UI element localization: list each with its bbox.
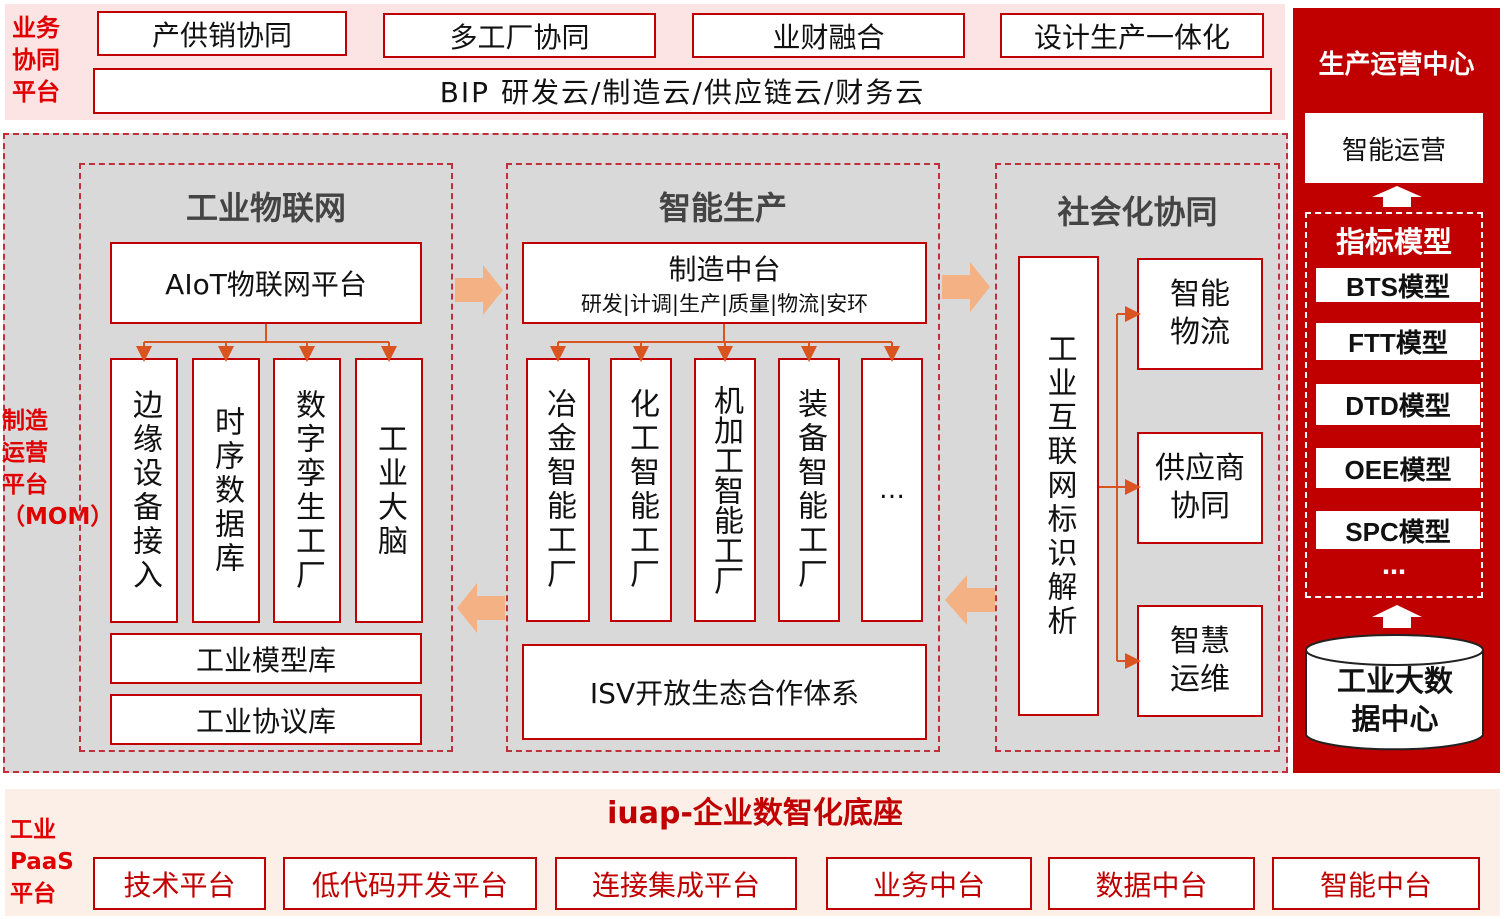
- manufacturing-platform: 制造中台 研发|计调|生产|质量|物流|安环: [522, 242, 927, 324]
- social-title: 社会化协同: [1057, 193, 1218, 231]
- up-arrow-icon: [1372, 186, 1422, 207]
- models-more: …: [1382, 552, 1406, 580]
- paas-box-2: 低代码开发平台: [283, 857, 537, 910]
- arrow-left-2: [945, 575, 995, 625]
- up-arrow-icon: [1372, 605, 1422, 628]
- iot-item-2: 时序数据库: [192, 358, 260, 623]
- factory-3: 机加工智能工厂: [694, 358, 756, 622]
- business-collab-label: 业务协同平台: [12, 14, 60, 106]
- paas-label: 工业PaaS平台: [10, 817, 74, 907]
- ops-center-title: 生产运营中心: [1318, 50, 1475, 80]
- aiot-platform: AIoT物联网平台: [110, 242, 422, 324]
- arrow-right-2: [942, 262, 990, 312]
- model-oee: OEE模型: [1316, 448, 1480, 488]
- kpi-models-title: 指标模型: [1335, 225, 1452, 259]
- iot-title: 工业物联网: [185, 189, 346, 227]
- big-data-center: 工业大数据中心: [1336, 664, 1453, 736]
- arrow-right-1: [455, 265, 503, 315]
- iot-item-1: 边缘设备接入: [110, 358, 178, 623]
- paas-box-6: 智能中台: [1272, 857, 1480, 910]
- social-item-2: 供应商协同: [1137, 432, 1263, 544]
- paas-title: iuap-企业数智化底座: [607, 796, 903, 831]
- model-ftt: FTT模型: [1316, 323, 1480, 360]
- model-bts: BTS模型: [1316, 268, 1480, 302]
- protocol-library: 工业协议库: [110, 694, 422, 745]
- top-box-1: 产供销协同: [97, 11, 347, 56]
- model-dtd: DTD模型: [1316, 384, 1480, 425]
- iot-item-4: 工业大脑: [355, 358, 423, 623]
- paas-box-5: 数据中台: [1048, 857, 1255, 910]
- factory-more: …: [861, 358, 923, 622]
- production-title: 智能生产: [658, 189, 787, 227]
- paas-box-1: 技术平台: [93, 857, 266, 910]
- smart-ops-box: 智能运营: [1305, 113, 1483, 183]
- paas-box-3: 连接集成平台: [555, 857, 797, 910]
- paas-box-4: 业务中台: [826, 857, 1032, 910]
- identifier-resolution: 工业互联网标识解析: [1018, 256, 1099, 716]
- arrow-left-1: [457, 583, 505, 633]
- top-box-4: 设计生产一体化: [1000, 13, 1264, 58]
- model-library: 工业模型库: [110, 633, 422, 684]
- iot-item-3: 数字孪生工厂: [273, 358, 341, 623]
- manufacturing-platform-sub: 研发|计调|生产|质量|物流|安环: [580, 292, 869, 316]
- iot-panel: [79, 163, 453, 752]
- manufacturing-platform-title: 制造中台: [668, 253, 781, 286]
- top-box-3: 业财融合: [692, 13, 965, 58]
- isv-ecosystem: ISV开放生态合作体系: [522, 644, 927, 740]
- production-panel: [506, 163, 940, 752]
- bip-box: BIP 研发云/制造云/供应链云/财务云: [93, 68, 1272, 114]
- top-box-2: 多工厂协同: [383, 13, 656, 58]
- factory-2: 化工智能工厂: [610, 358, 672, 622]
- kpi-models-group: [1305, 212, 1483, 598]
- social-panel: [995, 163, 1280, 752]
- factory-4: 装备智能工厂: [778, 358, 840, 622]
- model-spc: SPC模型: [1316, 511, 1480, 549]
- social-item-3: 智慧运维: [1137, 605, 1263, 717]
